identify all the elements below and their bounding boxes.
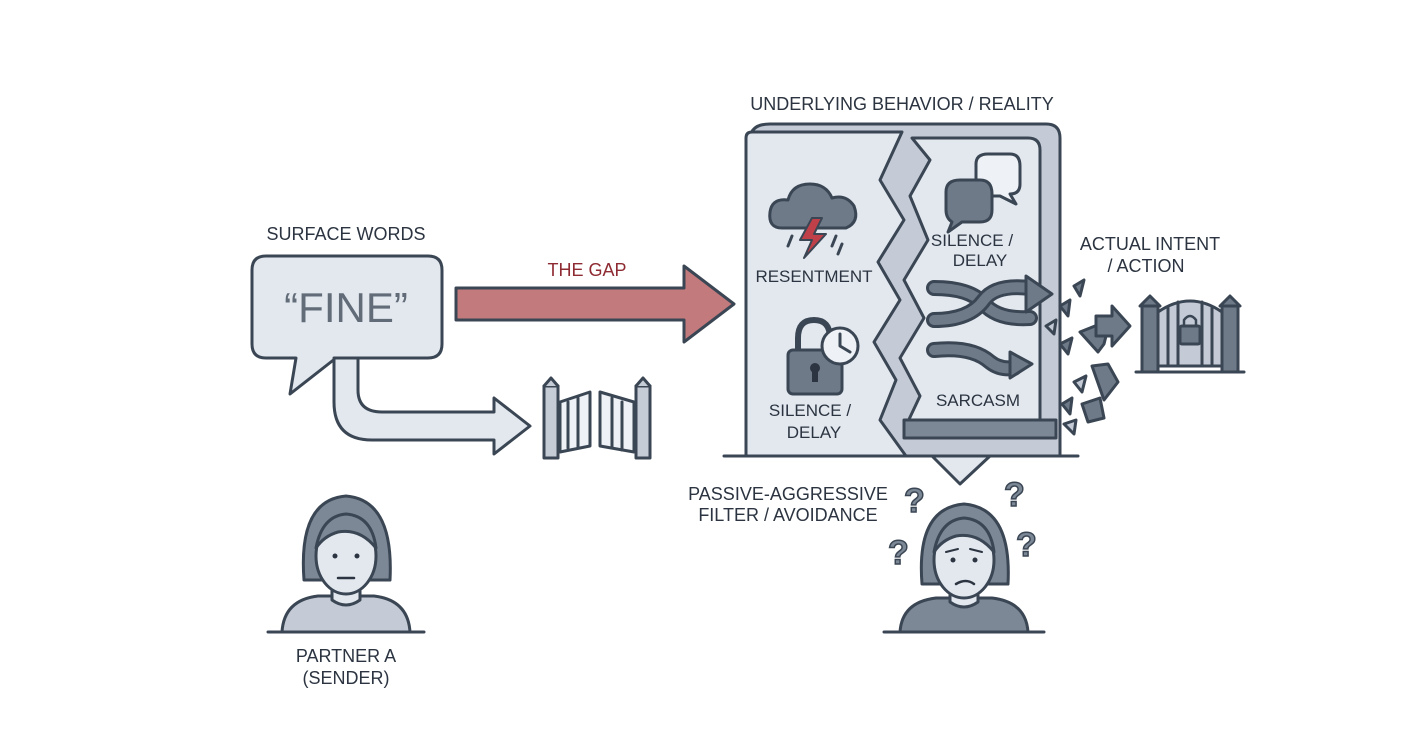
- shattered-fragments-icon: [1044, 278, 1132, 436]
- question-mark-1: ?: [904, 482, 925, 520]
- question-marks: ? ? ? ?: [887, 475, 1037, 573]
- locked-gate-icon: [1134, 294, 1246, 374]
- underlying-behavior-label: UNDERLYING BEHAVIOR / REALITY: [750, 94, 1053, 114]
- storm-cloud-icon: [768, 182, 858, 259]
- resentment-label: RESENTMENT: [755, 267, 872, 286]
- twisted-arrow-icon: [926, 274, 1054, 328]
- silence-delay-left-label-1: SILENCE /: [769, 401, 851, 420]
- passive-aggressive-label-2: FILTER / AVOIDANCE: [698, 505, 877, 525]
- gap-arrow: [454, 264, 736, 344]
- curved-arrow-icon: [926, 341, 1034, 380]
- silence-delay-right-label-1: SILENCE /: [931, 231, 1013, 250]
- silence-delay-left-label-2: DELAY: [787, 423, 842, 442]
- curved-path-arrow: [332, 356, 532, 456]
- woman-avatar-icon: [266, 494, 426, 634]
- question-mark-2: ?: [1004, 476, 1025, 514]
- silence-delay-right-label-2: DELAY: [953, 251, 1008, 270]
- padlock-clock-icon: [786, 316, 860, 396]
- worried-woman-avatar-icon: [882, 502, 1046, 634]
- open-gate-icon: [542, 376, 652, 460]
- question-mark-4: ?: [1016, 526, 1037, 564]
- the-gap-label: THE GAP: [547, 260, 626, 280]
- question-mark-3: ?: [888, 534, 909, 572]
- passive-aggressive-label-1: PASSIVE-AGGRESSIVE: [688, 484, 888, 504]
- actual-intent-label-2: / ACTION: [1107, 256, 1184, 276]
- actual-intent-label-1: ACTUAL INTENT: [1080, 234, 1220, 254]
- sarcasm-label: SARCASM: [936, 391, 1020, 410]
- partner-a-label-2: (SENDER): [302, 668, 389, 688]
- speech-bubble-icon: [250, 254, 444, 396]
- surface-words-label: SURFACE WORDS: [266, 224, 425, 244]
- partner-a-label-1: PARTNER A: [296, 646, 396, 666]
- chat-bubbles-icon: [944, 152, 1022, 234]
- fine-quote-text: “FINE”: [284, 284, 408, 331]
